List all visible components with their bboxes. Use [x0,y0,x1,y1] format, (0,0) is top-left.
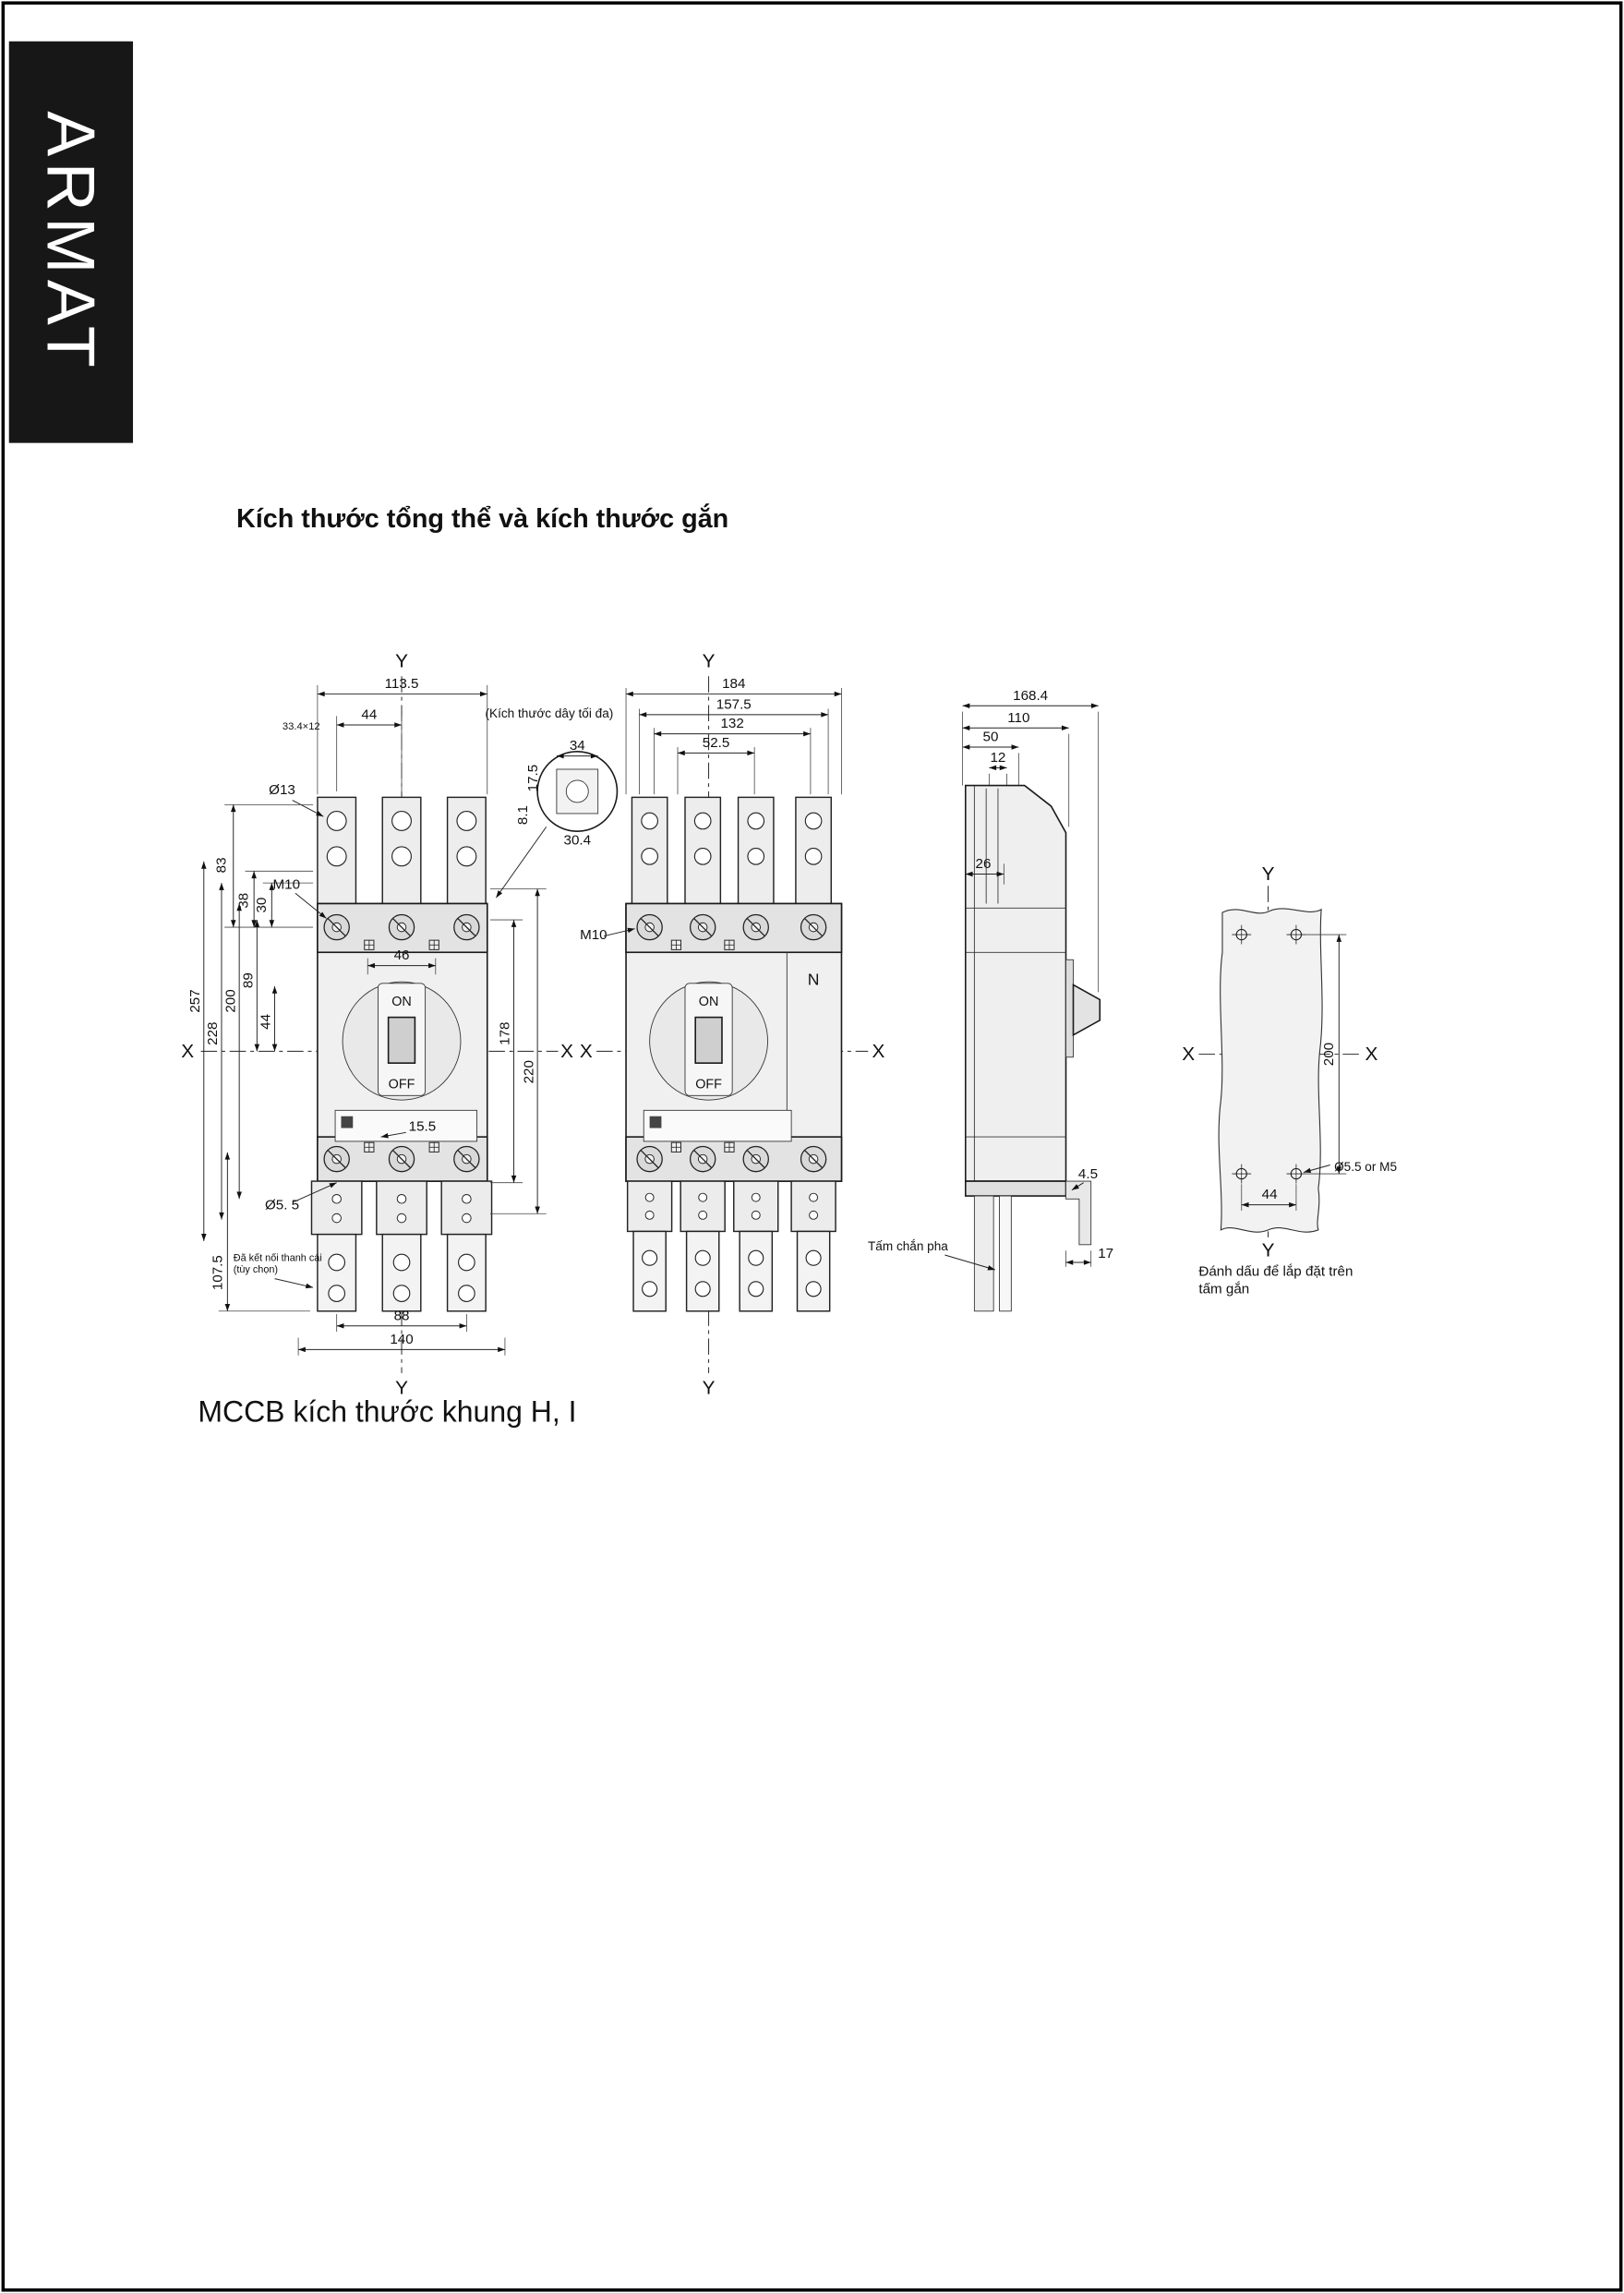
mounting-plate-view: 200 44 Ø5.5 or M5 Y Y X X Đánh dấu để lắ… [1182,863,1397,1297]
dim-v257: 257 [187,989,203,1012]
dim-d175: 17.5 [525,765,541,792]
wire-size-detail: (Kích thước dây tối đa) 34 17.5 8.1 30.4 [486,706,619,899]
nameplate-3p [334,1109,478,1142]
side-profile [964,784,1067,1182]
axis-y-top-3p: Y [395,651,408,672]
axis-x-left-3p: X [181,1041,194,1062]
off-label-4p: OFF [695,1077,722,1092]
dim-d110: 110 [1007,710,1029,726]
wire-detail-label: (Kích thước dây tối đa) [486,706,614,720]
axis-y-top-4p: Y [703,651,716,672]
dim-v178: 178 [498,1022,513,1045]
dim-v89: 89 [241,972,257,988]
dim-w132: 132 [720,716,743,731]
axis-x-right-3p: X [560,1041,573,1062]
on-label-3p: ON [391,995,412,1009]
dim-plate-b44: 44 [1262,1187,1278,1202]
dim-w46: 46 [394,947,410,963]
side-view: 168.4 110 50 12 26 4.5 [868,688,1113,1312]
dim-d17: 17 [1098,1246,1113,1261]
dim-lug-section: 33.4×12 [283,721,320,732]
axis-y-bottom-3p: Y [395,1377,408,1398]
dim-h30: 30 [254,898,270,913]
axis-y-top-plate: Y [1262,863,1275,885]
brand-logo: ARMAT [8,41,134,443]
dim-thread-4p: M10 [580,927,607,943]
axis-x-right-4p: X [872,1041,885,1062]
dim-d26: 26 [976,856,992,872]
dim-d12: 12 [991,750,1006,766]
dim-bottom-hole: Ø5. 5 [265,1197,299,1213]
dim-plate-hole: Ø5.5 or M5 [1334,1160,1397,1174]
brand-text: ARMAT [32,111,109,373]
handle-escutcheon [1065,959,1074,1058]
mounting-plate [1218,908,1323,1233]
off-label-3p: OFF [389,1077,415,1092]
axis-x-right-plate: X [1365,1044,1378,1065]
dim-v228: 228 [205,1022,221,1045]
dim-v1075: 107.5 [211,1255,226,1290]
axis-y-bottom-plate: Y [1262,1240,1275,1261]
dim-v200: 200 [223,989,238,1012]
phase-barrier [999,1195,1012,1312]
toggle-handle-3p [387,1016,416,1064]
toggle-handle-4p [694,1016,723,1064]
plate-caption-line2: tấm gắn [1198,1282,1249,1297]
dim-d45: 4.5 [1078,1166,1098,1182]
dim-pole-pitch-3p: 44 [361,707,377,723]
dim-top-hole: Ø13 [269,782,295,798]
on-label-4p: ON [699,995,719,1009]
dim-b88: 88 [394,1308,410,1323]
dim-overall-width-4p: 184 [722,676,745,692]
dim-d304: 30.4 [564,833,592,849]
dim-v44: 44 [259,1014,274,1030]
nameplate-4p [643,1109,792,1142]
neutral-pole-label: N [808,970,820,988]
logo-background [8,41,134,443]
figure-caption: MCCB kích thước khung H, I [198,1395,576,1429]
dim-d34: 34 [570,738,585,754]
dim-overall-width-3p: 113.5 [385,676,419,692]
busbar-note-line2: (tùy chọn) [234,1264,278,1275]
phase-barrier-label: Tấm chắn pha [868,1239,948,1253]
dim-w1575: 157.5 [716,696,752,712]
dim-v220: 220 [521,1060,536,1083]
busbar-note-line1: Đã kết nối thanh cái [234,1252,322,1263]
axis-x-left-4p: X [580,1041,593,1062]
dim-thread-3p: M10 [273,877,301,893]
dim-h38: 38 [236,893,252,909]
axis-x-left-plate: X [1182,1044,1195,1065]
page-title: Kích thước tổng thể và kích thước gắn [236,502,728,534]
dim-d81: 8.1 [515,805,531,825]
side-handle [1072,984,1101,1037]
front-view-4pole: N ON OFF 184 157.5 132 52.5 M10 Y Y X X [580,651,885,1399]
dim-overall-depth: 168.4 [1013,688,1048,704]
axis-y-bottom-4p: Y [703,1377,716,1398]
plate-caption-line1: Đánh dấu để lắp đặt trên [1198,1263,1353,1279]
dim-h83: 83 [214,857,230,873]
front-view-3pole: ON OFF 113.5 44 33.4×12 Ø13 83 38 30 M10 [181,651,573,1399]
dim-b140: 140 [390,1332,413,1347]
dim-plate-v200: 200 [1321,1043,1337,1066]
dim-w525: 52.5 [703,735,730,751]
dim-d50: 50 [983,730,999,745]
dim-n155: 15.5 [409,1119,437,1135]
